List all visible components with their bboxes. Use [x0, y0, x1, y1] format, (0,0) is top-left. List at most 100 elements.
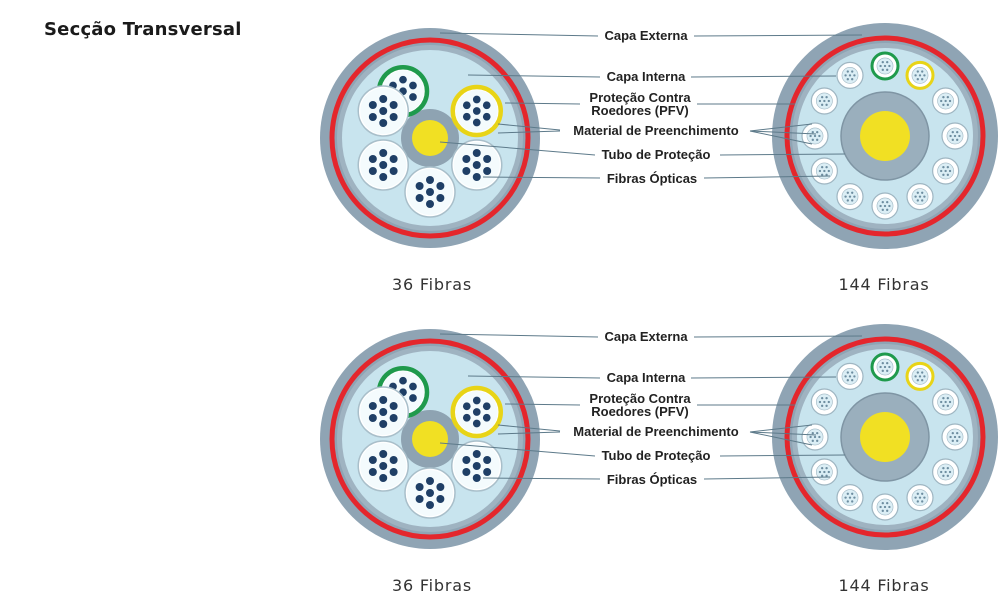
fiber-dot — [379, 107, 388, 115]
fiber-dot — [948, 169, 952, 173]
fiber-dot — [916, 500, 919, 503]
buffer-tube — [906, 484, 934, 512]
fiber-dot — [818, 169, 822, 173]
fiber-dot — [888, 204, 891, 208]
fiber-dot — [811, 138, 814, 141]
fiber-dot — [436, 495, 445, 503]
fiber-dot — [942, 173, 945, 176]
fiber-dot — [825, 166, 828, 169]
fiber-dot — [809, 435, 812, 439]
fiber-dot — [846, 371, 849, 374]
buffer-tube — [357, 386, 409, 438]
fiber-dot — [825, 103, 828, 106]
fiber-dot — [942, 404, 945, 407]
fiber-dot — [883, 64, 887, 68]
fiber-dot — [956, 439, 959, 442]
fiber-dot — [389, 167, 398, 175]
buffer-tube — [836, 484, 864, 512]
fiber-dot — [888, 505, 891, 509]
caption-36-fibers: 36 Fibras — [392, 275, 472, 294]
fiber-dot — [851, 78, 854, 81]
rodent-protection-ring — [784, 336, 986, 538]
fiber-dot — [914, 195, 917, 198]
fiber-dot — [942, 166, 945, 169]
fiber-dot — [823, 470, 826, 474]
fiber-dot — [462, 413, 471, 422]
fiber-dot — [921, 191, 924, 194]
fiber-dot — [389, 101, 398, 109]
fiber-dot — [848, 375, 852, 378]
fiber-dot — [851, 500, 854, 503]
fiber-dot — [816, 439, 819, 442]
fiber-dot — [879, 204, 882, 208]
buffer-tube — [932, 157, 960, 185]
fiber-dot — [851, 492, 854, 495]
fiber-dot — [389, 414, 398, 422]
fiber-dot — [825, 474, 828, 477]
fiber-dot — [879, 365, 882, 369]
fiber-dot — [426, 501, 434, 509]
fiber-dot — [886, 362, 889, 365]
caption-144-fibers: 144 Fibras — [839, 275, 930, 294]
fiber-dot — [462, 468, 471, 476]
buffer-tube — [357, 85, 409, 137]
fiber-dot — [389, 468, 398, 476]
label-outer-jacket: Capa Externa — [604, 329, 688, 344]
leader-line — [497, 431, 561, 435]
fiber-dot — [816, 432, 819, 435]
fiber-dot — [811, 131, 814, 134]
fiber-dot — [820, 397, 824, 400]
fiber-dot — [436, 194, 445, 202]
leader-line — [467, 74, 601, 78]
fiber-dot — [886, 208, 889, 211]
fiber-dot — [956, 138, 959, 141]
fiber-dot — [820, 467, 824, 470]
buffer-tube — [906, 183, 934, 211]
fiber-dot — [923, 74, 926, 77]
fiber-dot — [916, 371, 919, 374]
fiber-dot — [844, 74, 847, 77]
leader-line — [467, 375, 601, 379]
buffer-tube — [801, 423, 829, 451]
fiber-dot — [944, 99, 947, 103]
fiber-dot — [399, 376, 407, 385]
fiber-dot — [426, 200, 434, 208]
rodent-protection-ring — [784, 35, 986, 237]
fiber-dot — [946, 474, 950, 477]
fiber-dot — [472, 173, 481, 181]
leader-line — [719, 454, 846, 457]
buffer-tube — [932, 458, 960, 486]
buffer-tube — [836, 183, 864, 211]
fiber-dot — [921, 199, 924, 202]
fiber-dot — [483, 155, 492, 163]
fiber-dot — [940, 470, 943, 474]
leader-line — [504, 403, 581, 406]
fiber-dot — [951, 138, 954, 141]
fiber-dot — [472, 161, 481, 169]
fiber-dot — [825, 173, 828, 176]
fiber-dot — [426, 489, 434, 497]
fiber-dot — [415, 483, 424, 491]
fiber-dot — [881, 61, 884, 64]
leader-line — [439, 442, 596, 457]
leader-line — [482, 176, 601, 179]
buffer-tube — [905, 60, 935, 90]
fiber-dot — [820, 474, 824, 477]
fiber-dot — [820, 166, 824, 169]
fiber-dot — [816, 138, 819, 141]
buffer-tube — [810, 458, 838, 486]
cable-36-fibers — [320, 28, 540, 248]
buffer-tube — [941, 423, 969, 451]
leader-line — [703, 175, 831, 179]
fiber-dot — [883, 505, 887, 509]
fiber-dot — [825, 96, 828, 99]
fiber-dot — [816, 131, 819, 134]
fiber-dot — [949, 435, 952, 439]
fiber-dot — [946, 103, 950, 106]
fiber-dot — [472, 408, 481, 416]
leader-line — [693, 335, 863, 338]
fiber-dot — [888, 365, 891, 369]
fiber-dot — [462, 402, 471, 411]
buffer-tube — [941, 122, 969, 150]
